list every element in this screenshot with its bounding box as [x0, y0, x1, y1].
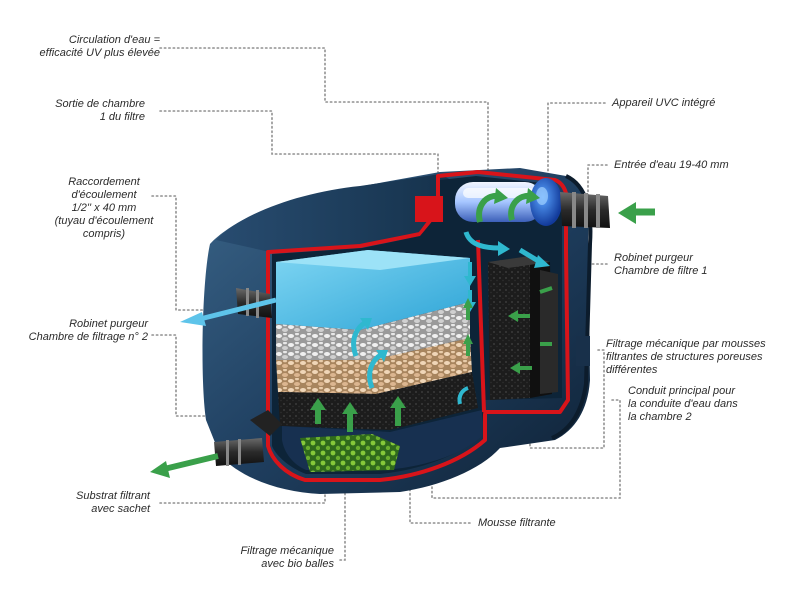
chamber-2-media	[276, 250, 482, 472]
label-main-duct: Conduit principal pour la conduite d'eau…	[628, 385, 738, 423]
label-uvc-device: Appareil UVC intégré	[612, 97, 716, 109]
label-water-inlet: Entrée d'eau 19-40 mm	[614, 159, 729, 171]
label-chamber-outlet: Sortie de chambre 1 du filtre	[55, 98, 145, 123]
drain-valve-icon	[150, 410, 282, 478]
chamber-1-foams	[488, 256, 558, 400]
drain-connection-hose-icon	[180, 288, 277, 326]
label-mechanical-foams: Filtrage mécanique par mousses filtrante…	[606, 338, 766, 376]
label-bio-balls: Filtrage mécanique avec bio balles	[240, 545, 334, 570]
label-drain-valve-2: Robinet purgeur Chambre de filtrage n° 2	[28, 318, 148, 343]
side-port	[576, 336, 590, 366]
label-drain-valve-1: Robinet purgeur Chambre de filtre 1	[614, 252, 708, 277]
flow-arrow-icon	[310, 188, 553, 432]
label-filter-foam: Mousse filtrante	[478, 517, 556, 529]
label-drain-connection: Raccordement d'écoulement 1/2'' x 40 mm …	[54, 176, 154, 240]
bio-balls-bag	[300, 434, 400, 472]
uvc-lamp-icon	[455, 178, 562, 226]
label-filter-substrate: Substrat filtrant avec sachet	[76, 490, 150, 515]
inlet-hose-connector-icon	[560, 192, 655, 228]
label-uv-efficiency: Circulation d'eau = efficacité UV plus é…	[39, 34, 160, 59]
